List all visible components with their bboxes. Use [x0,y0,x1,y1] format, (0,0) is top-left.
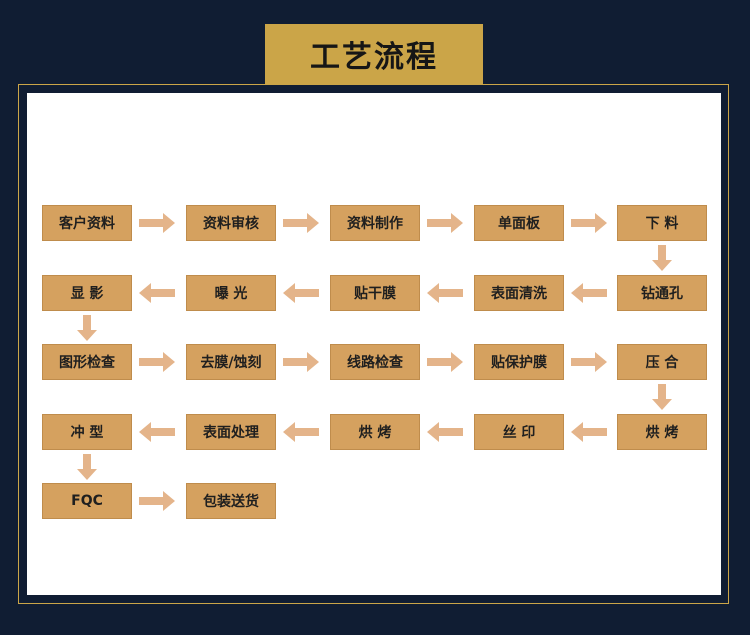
arrow-icon [139,491,175,511]
step-xianying: 显 影 [42,275,132,311]
arrow-icon [77,454,97,480]
arrow-icon [139,283,175,303]
step-zuan-tongkong: 钻通孔 [617,275,707,311]
step-hongkao-1: 烘 烤 [330,414,420,450]
arrow-icon [77,315,97,341]
arrow-icon [652,245,672,271]
step-tie-baohumo: 贴保护膜 [474,344,564,380]
step-ziliao-shenhe: 资料审核 [186,205,276,241]
arrow-icon [139,422,175,442]
step-biaomian-chuli: 表面处理 [186,414,276,450]
arrow-icon [283,283,319,303]
arrow-icon [139,213,175,233]
arrow-icon [652,384,672,410]
panel-frame [18,84,729,604]
step-ziliao-zhizuo: 资料制作 [330,205,420,241]
step-yahe: 压 合 [617,344,707,380]
step-chongxing: 冲 型 [42,414,132,450]
step-dan-mianban: 单面板 [474,205,564,241]
arrow-icon [571,213,607,233]
arrow-icon [427,283,463,303]
step-kehu-ziliao: 客户资料 [42,205,132,241]
title-banner: 工艺流程 [265,24,483,84]
step-xianlu-jiancha: 线路检查 [330,344,420,380]
arrow-icon [571,283,607,303]
step-tuxing-jiancha: 图形检查 [42,344,132,380]
step-baoguang: 曝 光 [186,275,276,311]
arrow-icon [427,422,463,442]
arrow-icon [427,213,463,233]
step-baozhuang-songhuo: 包装送货 [186,483,276,519]
arrow-icon [571,422,607,442]
arrow-icon [283,352,319,372]
step-biaomian-qingxi: 表面清洗 [474,275,564,311]
arrow-icon [571,352,607,372]
step-xia-liao: 下 料 [617,205,707,241]
step-fqc: FQC [42,483,132,519]
arrow-icon [283,213,319,233]
step-siyin: 丝 印 [474,414,564,450]
step-tie-ganmo: 贴干膜 [330,275,420,311]
arrow-icon [427,352,463,372]
step-qumo-shike: 去膜/蚀刻 [186,344,276,380]
arrow-icon [139,352,175,372]
arrow-icon [283,422,319,442]
step-hongkao-2: 烘 烤 [617,414,707,450]
page-title: 工艺流程 [310,40,438,75]
